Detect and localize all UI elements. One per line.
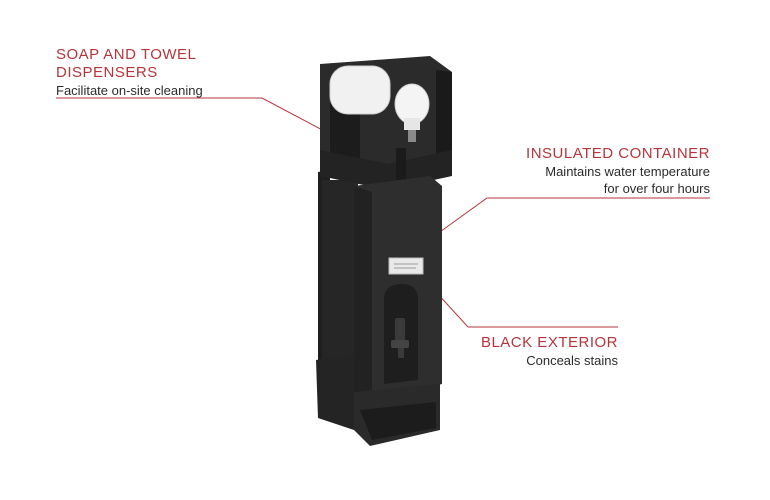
callout-exterior-heading: BLACK EXTERIOR: [480, 334, 618, 351]
callout-exterior-sub: Conceals stains: [526, 353, 618, 368]
callout-soap-heading-line1: SOAP AND TOWEL: [56, 46, 197, 63]
dispenser-body: [316, 56, 452, 446]
callout-soap-sub: Facilitate on-site cleaning: [56, 83, 203, 98]
callout-exterior: BLACK EXTERIOR Conceals stains: [440, 334, 618, 369]
soap-leader-line: [56, 97, 331, 135]
towel-roll: [329, 65, 391, 115]
callout-insulated-heading: INSULATED CONTAINER: [526, 145, 710, 162]
callout-soap-towel: SOAP AND TOWEL DISPENSERS Facilitate on-…: [56, 46, 266, 99]
exterior-leader-line: [435, 291, 618, 328]
callout-soap-heading-line2: DISPENSERS: [56, 64, 158, 81]
faucet: [391, 318, 409, 358]
callout-insulated-sub-line1: Maintains water temperature: [545, 164, 710, 179]
callout-insulated-sub-line2: for over four hours: [603, 181, 710, 196]
spec-plate: [388, 257, 424, 275]
insulated-leader-line: [425, 197, 710, 243]
soap-bottle: [394, 83, 430, 142]
callout-insulated: INSULATED CONTAINER Maintains water temp…: [470, 145, 710, 197]
